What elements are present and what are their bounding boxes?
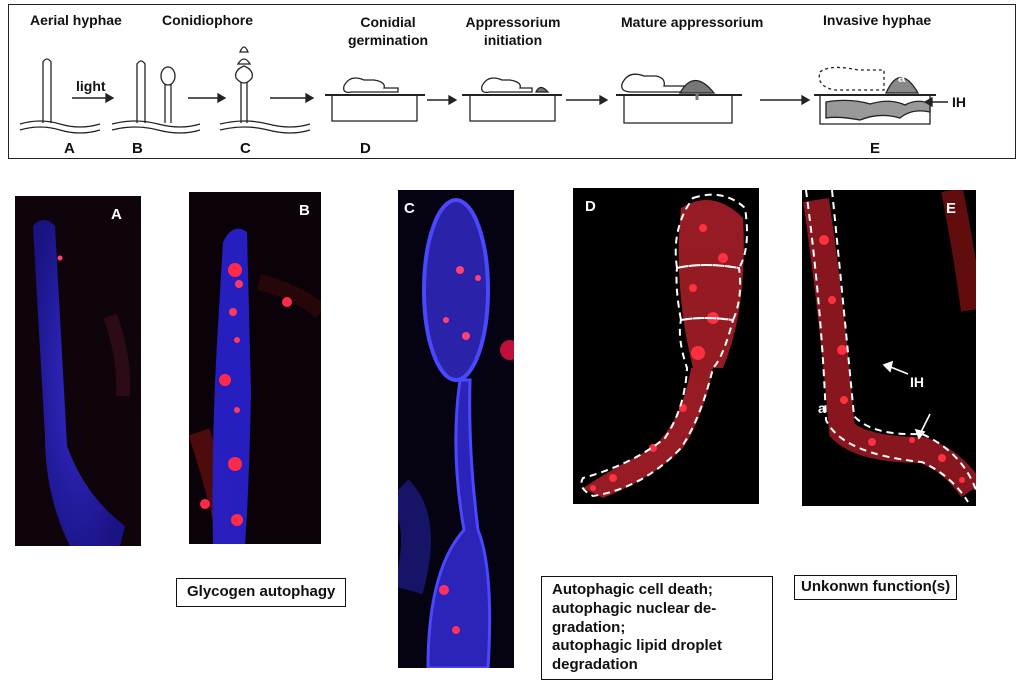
cell-death-line-3: gradation; [552, 618, 626, 636]
cell-death-line-5: degradation [552, 656, 638, 673]
stage-letter-e: E [870, 140, 881, 157]
glycogen-autophagy-box: Glycogen autophagy [176, 578, 347, 607]
stage-label-conidial-germination: Conidial germination [347, 14, 429, 48]
micrograph-panel-b: B [189, 192, 321, 544]
micrograph-panel-a: A [15, 196, 141, 546]
stage-label-mature-appressorium: Mature appressorium [621, 14, 764, 30]
micrograph-panel-e: E IH a [802, 190, 976, 506]
panel-e-a-label: a [818, 400, 826, 416]
stage-label-appressorium-initiation: Appressorium initiation [465, 14, 561, 48]
panel-letter-e: E [946, 200, 957, 217]
panel-e-ih-label: IH [910, 374, 924, 390]
hypha-image-d [573, 188, 759, 504]
micrograph-panel-d: D [573, 188, 759, 504]
cell-death-line-2: autophagic nuclear de- [552, 599, 717, 617]
hypha-image-c [398, 190, 514, 668]
stage-letter-a: A [64, 140, 75, 157]
panel-letter-b: B [299, 202, 310, 219]
stage-label-invasive-hyphae: Invasive hyphae [823, 12, 932, 28]
hypha-image-e [802, 190, 976, 506]
stage-letter-c: C [240, 140, 251, 157]
light-label: light [76, 78, 106, 94]
stage-letter-b: B [132, 140, 143, 157]
panel-letter-c: C [404, 200, 415, 217]
stage-label-aerial-hyphae: Aerial hyphae [30, 12, 122, 28]
panel-letter-d: D [585, 198, 596, 215]
cell-death-box: Autophagic cell death; autophagic nuclea… [541, 576, 773, 680]
stage-label-conidiophore: Conidiophore [162, 12, 253, 28]
unknown-function-box: Unkonwn function(s) [794, 575, 958, 600]
schematic-frame [8, 4, 1016, 159]
hypha-image-b [189, 192, 321, 544]
schematic-drawing [19, 46, 948, 134]
panel-letter-a: A [111, 206, 122, 223]
hypha-image-a [15, 196, 141, 546]
cell-death-line-4: autophagic lipid droplet [552, 637, 722, 655]
cell-death-line-1: Autophagic cell death; [552, 581, 713, 598]
schematic-appressorium-label: a [898, 70, 906, 85]
stage-letter-d: D [360, 140, 371, 157]
micrograph-panel-c: C [398, 190, 514, 668]
schematic-ih-label: IH [952, 94, 966, 110]
